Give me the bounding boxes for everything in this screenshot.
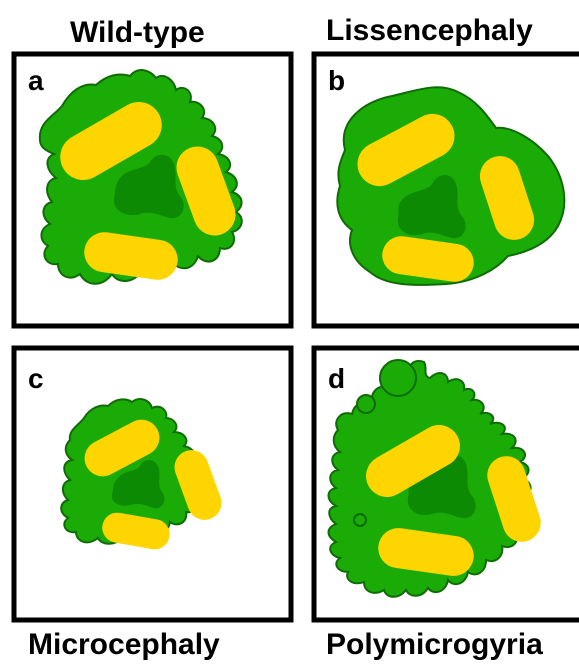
panel-b-letter: b: [328, 65, 345, 96]
wild-type-organoid: [40, 70, 242, 284]
polymicrogyria-organoid: [329, 360, 546, 597]
panel-c-letter: c: [28, 363, 44, 394]
lissencephaly-organoid: [337, 87, 564, 285]
polymicrogyria-bleb-top: [380, 360, 416, 396]
microcephaly-organoid: [61, 399, 226, 552]
panel-a-letter: a: [28, 65, 44, 96]
polymicrogyria-bleb-small: [357, 395, 375, 413]
panel-d-letter: d: [328, 363, 345, 394]
